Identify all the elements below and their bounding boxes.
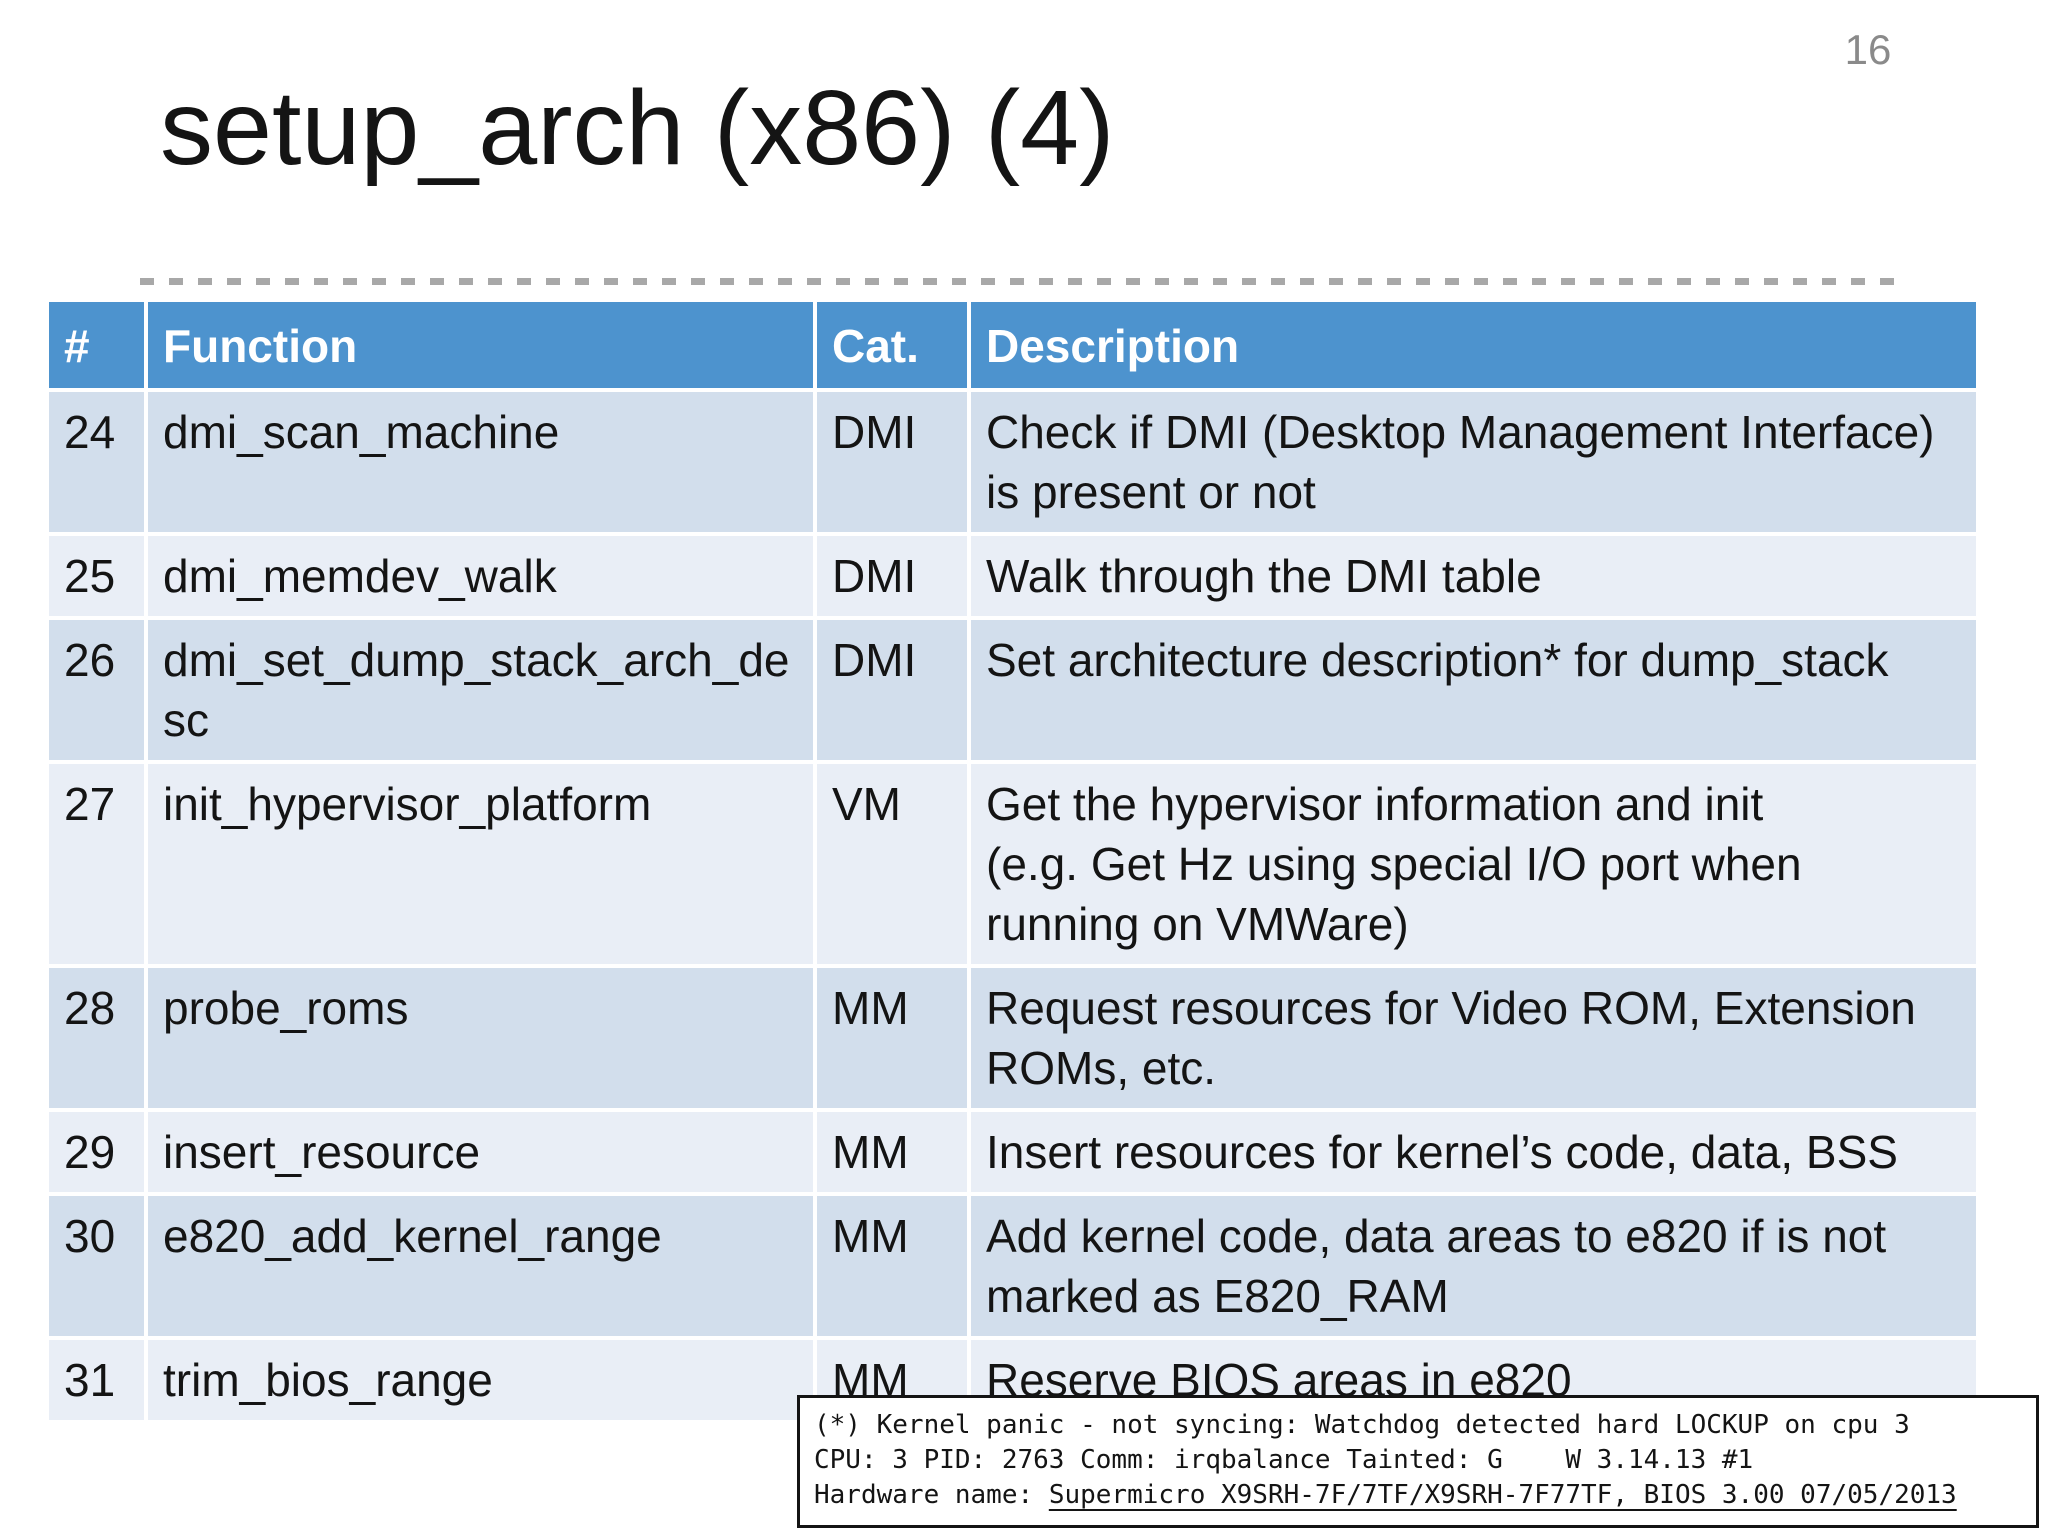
table-row: 24 dmi_scan_machine DMI Check if DMI (De…: [49, 392, 1976, 532]
cell-cat: MM: [817, 1112, 967, 1192]
cell-function: insert_resource: [148, 1112, 813, 1192]
cell-function: dmi_memdev_walk: [148, 536, 813, 616]
col-header-description: Description: [971, 302, 1976, 388]
table-body: 24 dmi_scan_machine DMI Check if DMI (De…: [49, 392, 1976, 1420]
cell-num: 31: [49, 1340, 144, 1420]
table-header-row: # Function Cat. Description: [49, 302, 1976, 388]
col-header-cat: Cat.: [817, 302, 967, 388]
functions-table: # Function Cat. Description 24 dmi_scan_…: [45, 298, 1980, 1424]
slide-title: setup_arch (x86) (4): [160, 69, 1115, 187]
cell-function: dmi_scan_machine: [148, 392, 813, 532]
cell-description: Check if DMI (Desktop Management Interfa…: [971, 392, 1976, 532]
table-row: 29 insert_resource MM Insert resources f…: [49, 1112, 1976, 1192]
cell-num: 28: [49, 968, 144, 1108]
cell-num: 24: [49, 392, 144, 532]
cell-description: Request resources for Video ROM, Extensi…: [971, 968, 1976, 1108]
cell-description: Add kernel code, data areas to e820 if i…: [971, 1196, 1976, 1336]
cell-num: 30: [49, 1196, 144, 1336]
footnote-line-3: Hardware name: Supermicro X9SRH-7F/7TF/X…: [814, 1478, 2022, 1513]
dashed-divider: [140, 278, 1902, 285]
cell-num: 26: [49, 620, 144, 760]
cell-description: Walk through the DMI table: [971, 536, 1976, 616]
cell-description: Insert resources for kernel’s code, data…: [971, 1112, 1976, 1192]
cell-function: dmi_set_dump_stack_arch_desc: [148, 620, 813, 760]
hardware-name-underlined: Supermicro X9SRH-7F/7TF/X9SRH-7F77TF, BI…: [1048, 1480, 1957, 1510]
cell-function: init_hypervisor_platform: [148, 764, 813, 964]
table-row: 25 dmi_memdev_walk DMI Walk through the …: [49, 536, 1976, 616]
hardware-name-label: Hardware name:: [814, 1480, 1049, 1510]
cell-function: probe_roms: [148, 968, 813, 1108]
kernel-panic-footnote: (*) Kernel panic - not syncing: Watchdog…: [797, 1395, 2039, 1528]
cell-num: 25: [49, 536, 144, 616]
cell-cat: MM: [817, 968, 967, 1108]
cell-cat: MM: [817, 1196, 967, 1336]
cell-cat: DMI: [817, 536, 967, 616]
table-row: 30 e820_add_kernel_range MM Add kernel c…: [49, 1196, 1976, 1336]
cell-description: Set architecture description* for dump_s…: [971, 620, 1976, 760]
cell-cat: DMI: [817, 620, 967, 760]
cell-function: trim_bios_range: [148, 1340, 813, 1420]
page-number: 16: [1844, 26, 1892, 73]
cell-num: 27: [49, 764, 144, 964]
cell-description: Get the hypervisor information and init …: [971, 764, 1976, 964]
footnote-line-1: (*) Kernel panic - not syncing: Watchdog…: [814, 1410, 1910, 1440]
table-row: 28 probe_roms MM Request resources for V…: [49, 968, 1976, 1108]
table-row: 26 dmi_set_dump_stack_arch_desc DMI Set …: [49, 620, 1976, 760]
cell-cat: DMI: [817, 392, 967, 532]
cell-cat: VM: [817, 764, 967, 964]
cell-function: e820_add_kernel_range: [148, 1196, 813, 1336]
col-header-num: #: [49, 302, 144, 388]
cell-num: 29: [49, 1112, 144, 1192]
footnote-line-2: CPU: 3 PID: 2763 Comm: irqbalance Tainte…: [814, 1445, 1754, 1475]
table-row: 27 init_hypervisor_platform VM Get the h…: [49, 764, 1976, 964]
col-header-function: Function: [148, 302, 813, 388]
